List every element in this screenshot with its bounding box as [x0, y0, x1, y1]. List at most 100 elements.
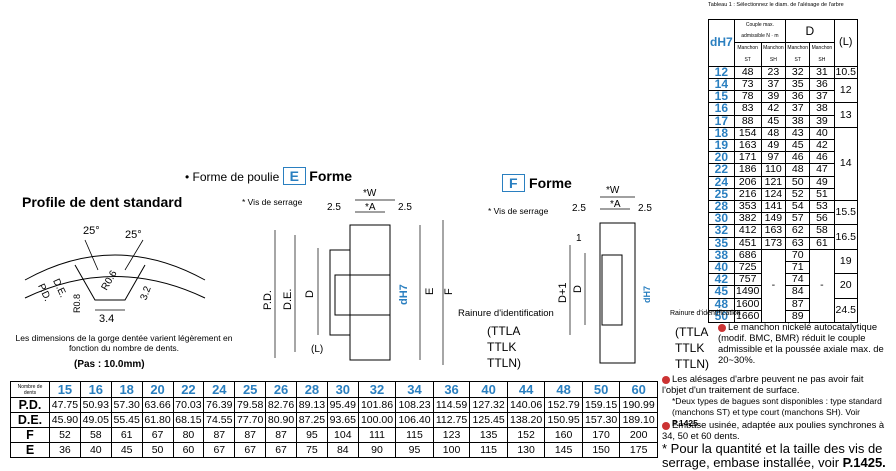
table-cell: 68.15	[172, 412, 205, 428]
col-header-L: (L)	[833, 19, 859, 67]
table-cell: 15	[49, 381, 81, 398]
table-cell: 141	[760, 200, 787, 214]
table-cell: 28	[296, 381, 328, 398]
forme-e-vis-label: * Vis de serrage	[242, 197, 303, 207]
table-cell: 49	[809, 175, 835, 189]
table-cell: 80.90	[265, 412, 297, 428]
table-cell: 216	[733, 187, 762, 202]
table-cell: 50	[708, 310, 735, 324]
warning-icon	[662, 421, 670, 430]
table-cell: 22	[708, 163, 735, 177]
angle-label: 25°	[83, 225, 100, 237]
table-cell: 42	[708, 273, 735, 287]
table-cell: 45	[760, 114, 787, 128]
table-cell: 108.23	[395, 397, 434, 413]
angle-label: 25°	[125, 229, 142, 241]
table-cell: 1600	[733, 297, 762, 311]
table-cell: D.E.	[10, 412, 50, 428]
table-cell: 100.00	[357, 412, 397, 428]
table-cell: 353	[733, 200, 762, 214]
table-cell: 28	[708, 200, 735, 214]
sub-header: Manchon ST	[733, 42, 762, 67]
radius-label: R0.6	[100, 268, 120, 292]
table-cell: 61	[809, 236, 835, 250]
table-cell: 60	[172, 442, 205, 458]
table-cell: 112.75	[432, 412, 471, 428]
note-bagues: *Deux types de bagues sont disponibles :…	[672, 396, 882, 428]
table-cell: 63	[785, 236, 811, 250]
table-cell: 70	[785, 248, 811, 263]
table-cell: 39	[760, 90, 787, 104]
table-cell: 40	[809, 126, 835, 141]
table-cell: 30	[708, 212, 735, 226]
dim-D: D	[304, 290, 316, 298]
dim-dh7: dH7	[642, 286, 652, 303]
table-cell: 84	[326, 442, 359, 458]
table-cell: 34	[395, 381, 434, 398]
dim-2-5: 2.5	[572, 203, 586, 214]
table-cell: 18	[708, 127, 735, 141]
table-cell: 52	[785, 187, 811, 202]
table-cell: 48	[760, 126, 787, 141]
table-cell: 53	[809, 200, 835, 214]
table-cell: 25	[234, 381, 267, 398]
table-cell: 37	[809, 90, 835, 104]
table-cell: 38	[809, 102, 835, 116]
table-cell: Nombre de dents	[10, 381, 50, 398]
table-cell: 135	[469, 427, 508, 443]
table-cell: 57	[785, 212, 811, 226]
table-cell: 171	[733, 151, 762, 165]
dim-1: 1	[576, 233, 582, 244]
table-cell: 97	[760, 151, 787, 165]
profile-note: Les dimensions de la gorge dentée varien…	[15, 333, 233, 353]
table-cell: 76.39	[203, 397, 236, 413]
table-cell: 52	[49, 427, 81, 443]
forme-e-heading: • Forme de poulie E Forme	[185, 167, 353, 185]
table-cell: 1490	[733, 285, 762, 299]
table-cell: 12	[833, 78, 859, 104]
table-cell: 157.30	[581, 412, 621, 428]
table-cell: 45	[110, 442, 143, 458]
table-cell: 58	[809, 224, 835, 238]
forme-f-drawing: *W *A 2.5 2.5 1 D+1 D dH7	[557, 185, 652, 364]
table-cell: 106.40	[395, 412, 434, 428]
table-cell: 49	[760, 139, 787, 153]
table-cell: 60	[619, 381, 658, 398]
table-cell: 90	[357, 442, 397, 458]
table-cell: 24	[203, 381, 236, 398]
table-cell: 87	[785, 297, 811, 311]
table-cell: 38	[708, 249, 735, 263]
forme-f-vis-label: * Vis de serrage	[488, 206, 549, 216]
form-letter-f: F	[502, 174, 525, 192]
table-cell: 19	[833, 248, 859, 275]
table-cell: 54	[785, 200, 811, 214]
bore-selection-table: dH7 Couple max. admissible N · m D (L) M…	[708, 18, 859, 324]
table-cell: 63.66	[141, 397, 174, 413]
table-cell: 20	[708, 151, 735, 165]
table-cell: 757	[733, 273, 762, 287]
table-cell: 38	[785, 114, 811, 128]
dim-2-5: 2.5	[638, 203, 652, 214]
table-cell: 150.95	[544, 412, 583, 428]
table-cell: 111	[357, 427, 397, 443]
forme-e-rainure: Rainure d'identification	[458, 308, 554, 319]
table-cell: 186	[733, 163, 762, 177]
table-cell: 67	[234, 442, 267, 458]
table-cell: 382	[733, 212, 762, 226]
radius-label: R0.8	[72, 294, 82, 313]
